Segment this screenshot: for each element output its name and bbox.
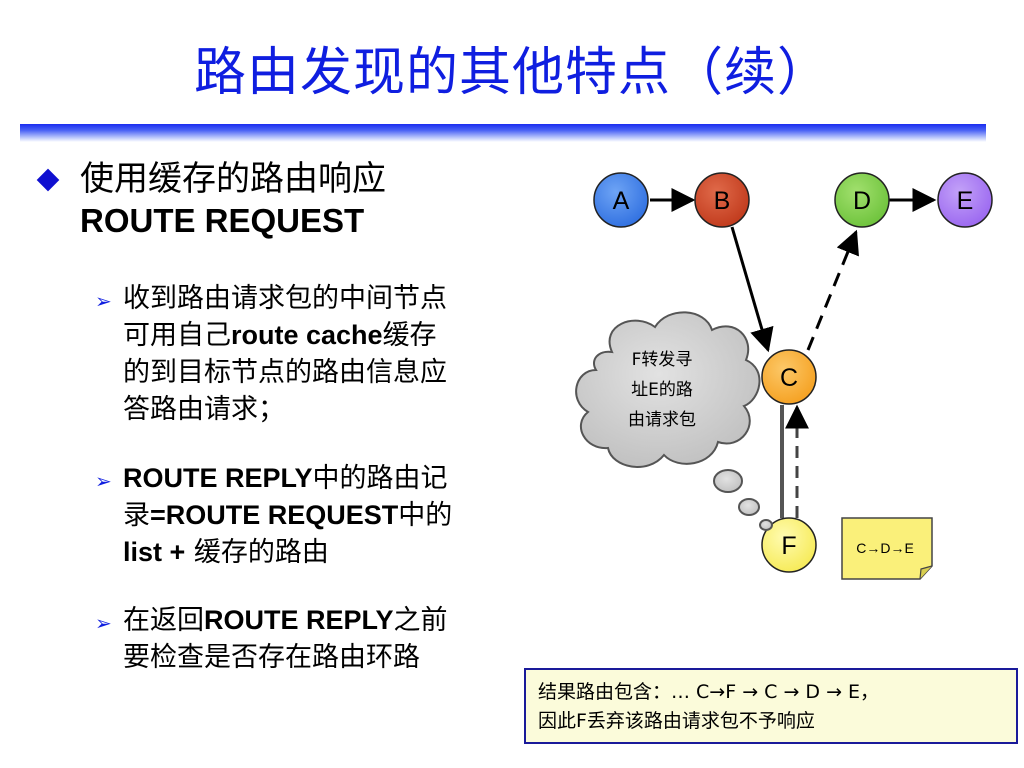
sub-bullet-2-text: ROUTE REPLY中的路由记 录=ROUTE REQUEST中的 list … [123,460,543,571]
sub-bullet-1-line2: 可用自己route cache缓存 [123,317,543,354]
node-e: E [937,172,993,228]
sub-bullet-2-line1-a: ROUTE REPLY [123,463,313,493]
sub-bullet-3-line1-b: ROUTE REPLY [204,605,394,635]
edge-c-d-dashed [806,229,859,351]
thought-cloud: F转发寻 址E的路 由请求包 [575,311,773,531]
sub-bullet-1-line3: 的到目标节点的路由信息应 [123,357,447,388]
cloud-text-line3: 由请求包 [628,410,696,430]
thought-bubble-small [759,519,773,531]
sub-bullet-1-line2-a: 可用自己 [123,320,231,351]
sub-bullet-2-line2: 录=ROUTE REQUEST中的 [123,497,543,534]
thought-bubble-medium [738,498,760,516]
node-a: A [593,172,649,228]
sub-bullet-2-line3: list + 缓存的路由 [123,534,543,571]
node-c-label: C [780,364,798,392]
page-title: 路由发现的其他特点（续） [193,43,830,103]
sub-bullet-3-line1-a: 在返回 [123,605,204,636]
sub-bullet-1-text: 收到路由请求包的中间节点 可用自己route cache缓存 的到目标节点的路由… [123,280,543,428]
node-f-label: F [781,532,796,560]
sub-bullet-2-line1-b: 中的路由记 [312,463,448,494]
result-line1: 结果路由包含：… C→F → C → D → E， [538,681,880,703]
sub-bullet-1-line1: 收到路由请求包的中间节点 [123,283,447,314]
edge-b-c [730,226,774,353]
sub-bullet-3-text: 在返回ROUTE REPLY之前 要检查是否存在路由环路 [123,602,543,676]
main-bullet-line1: 使用缓存的路由响应 [80,159,386,199]
result-line2: 因此F丢弃该路由请求包不予响应 [538,710,815,732]
route-cache-note: C→D→E [841,517,933,580]
sub-bullet-3-line1: 在返回ROUTE REPLY之前 [123,602,543,639]
sub-bullet-1-line4: 答路由请求； [123,394,285,425]
result-callout-box: 结果路由包含：… C→F → C → D → E， 因此F丢弃该路由请求包不予响… [524,668,1018,744]
main-bullet-text: 使用缓存的路由响应 ROUTE REQUEST [80,158,520,242]
sub-bullet-2-line3-a: list + [123,537,186,567]
sub-bullet-2-line2-c: 中的 [398,500,453,531]
sub-bullet-2-line3-b: 缓存的路由 [185,537,329,568]
main-bullet-line2: ROUTE REQUEST [80,202,365,239]
node-e-label: E [957,187,974,215]
arrow-bullet-icon: ➢ [95,289,112,313]
route-cache-note-text: C→D→E [856,540,914,556]
sub-bullet-3-line1-c: 之前 [393,605,448,636]
arrow-bullet-icon: ➢ [95,611,112,635]
node-b-label: B [714,187,731,215]
sub-bullet-2-line2-a: 录 [123,500,150,531]
node-b: B [694,172,750,228]
sub-bullet-2-line1: ROUTE REPLY中的路由记 [123,460,543,497]
sub-bullet-1-line2-b: route cache [231,320,383,350]
node-a-label: A [613,187,630,215]
cloud-text-line1: F转发寻 [632,350,693,370]
node-d: D [834,172,890,228]
sub-bullet-1-line2-c: 缓存 [382,320,437,351]
thought-bubble-large [713,469,743,493]
node-d-label: D [853,187,871,215]
cloud-text-line2: 址E的路 [631,380,693,400]
node-f: F [761,517,817,573]
sub-bullet-3-line2: 要检查是否存在路由环路 [123,642,420,673]
sub-bullet-2-line2-b: =ROUTE REQUEST [150,500,399,530]
node-c: C [761,349,817,405]
title-underline-bar [20,124,986,142]
arrow-bullet-icon: ➢ [95,469,112,493]
